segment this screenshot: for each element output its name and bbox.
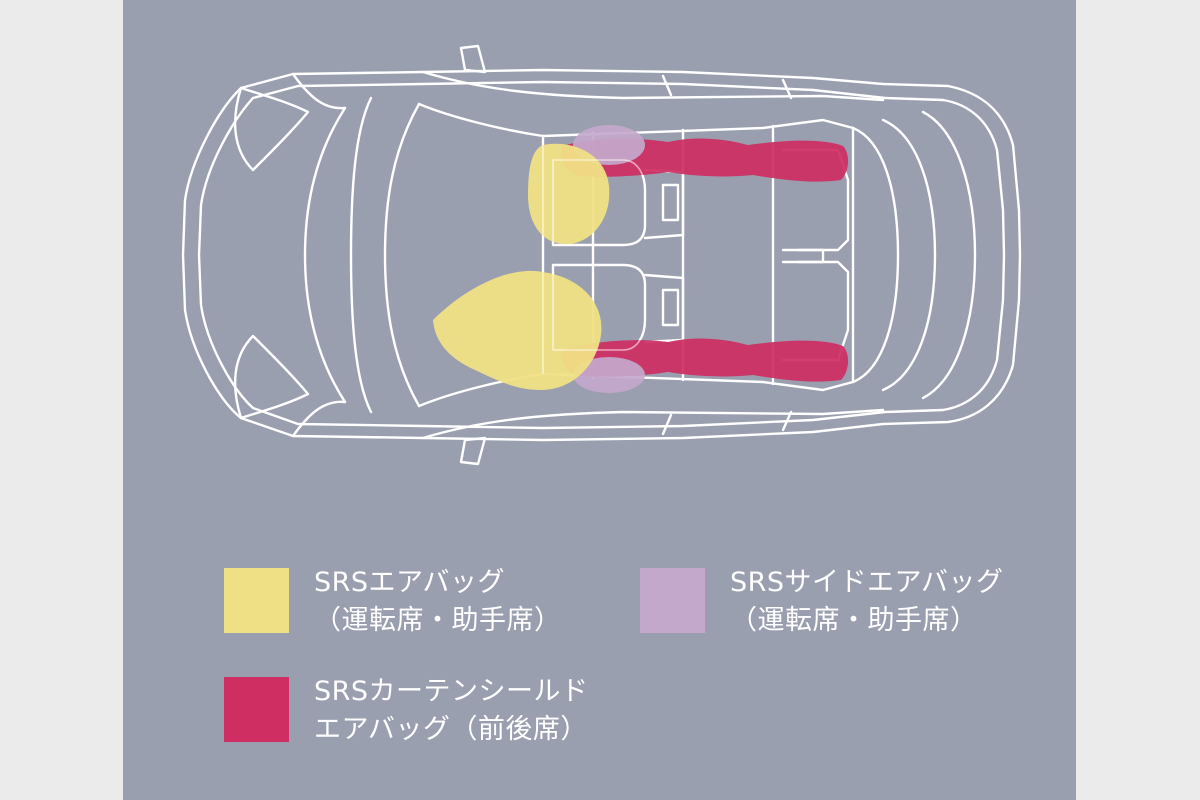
legend-srs-airbag: SRSエアバッグ （運転席・助手席） xyxy=(224,567,562,640)
front-airbag-passenger xyxy=(433,270,602,390)
legend-swatch-curtain-airbag xyxy=(224,677,289,742)
legend-srs-side-airbag: SRSサイドエアバッグ （運転席・助手席） xyxy=(640,567,1003,640)
front-airbag-driver xyxy=(528,143,610,245)
legend-label-curtain-airbag: SRSカーテンシールド エアバッグ（前後席） xyxy=(314,673,589,749)
legend-airbag-line2: （運転席・助手席） xyxy=(314,605,562,636)
car-airbag-diagram xyxy=(181,44,1022,466)
side-airbag-bottom xyxy=(573,357,645,393)
legend-side-airbag-line2: （運転席・助手席） xyxy=(730,605,978,636)
car-outline xyxy=(181,44,1022,466)
front-airbag-shapes xyxy=(433,143,610,390)
legend-curtain-airbag-line1: SRSカーテンシールド xyxy=(314,676,589,707)
legend-label-airbag: SRSエアバッグ （運転席・助手席） xyxy=(314,564,562,640)
legend-airbag-line1: SRSエアバッグ xyxy=(314,567,505,598)
legend-label-side-airbag: SRSサイドエアバッグ （運転席・助手席） xyxy=(730,564,1003,640)
legend-side-airbag-line1: SRSサイドエアバッグ xyxy=(730,567,1004,598)
legend-curtain-airbag-line2: エアバッグ（前後席） xyxy=(314,714,588,745)
legend-swatch-airbag xyxy=(224,568,289,633)
background-panel: SRSエアバッグ （運転席・助手席） SRSサイドエアバッグ （運転席・助手席）… xyxy=(123,0,1076,800)
legend-swatch-side-airbag xyxy=(640,568,705,633)
legend-srs-curtain-airbag: SRSカーテンシールド エアバッグ（前後席） xyxy=(224,676,589,749)
